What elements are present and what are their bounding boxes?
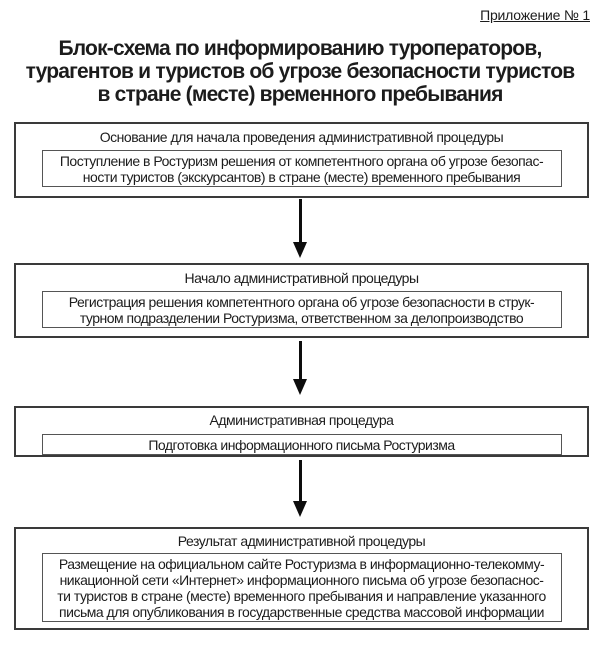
- document-title: Блок-схема по информированию туроператор…: [25, 37, 576, 106]
- block-result-header: Результат административной процедуры: [177, 533, 426, 549]
- block-basis-body-box: Поступление в Ростуризм решения от компе…: [41, 150, 562, 187]
- down-arrow: [0, 460, 600, 517]
- block-procedure: Административная процедура Подготовка ин…: [14, 406, 589, 457]
- block-start: Начало административной процедуры Регист…: [14, 263, 589, 338]
- down-arrow-head: [293, 379, 307, 395]
- annex-label: Приложение № 1: [480, 7, 590, 23]
- down-arrow-shaft: [298, 199, 302, 242]
- block-procedure-header: Административная процедура: [209, 412, 394, 428]
- block-basis: Основание для начала проведения админист…: [14, 122, 589, 198]
- down-arrow-head: [293, 501, 307, 517]
- block-result-body-box: Размещение на официальном сайте Ростуриз…: [41, 553, 562, 622]
- block-start-body-box: Регистрация решения компетентного органа…: [41, 291, 562, 328]
- down-arrow-head: [293, 242, 307, 258]
- block-result: Результат административной процедуры Раз…: [14, 527, 589, 630]
- down-arrow-shaft: [298, 460, 302, 501]
- block-basis-header: Основание для начала проведения админист…: [99, 129, 504, 145]
- down-arrow: [0, 199, 600, 258]
- block-start-header: Начало административной процедуры: [184, 270, 419, 286]
- block-procedure-body-box: Подготовка информационного письма Ростур…: [41, 434, 562, 455]
- down-arrow-shaft: [298, 341, 302, 379]
- down-arrow: [0, 341, 600, 395]
